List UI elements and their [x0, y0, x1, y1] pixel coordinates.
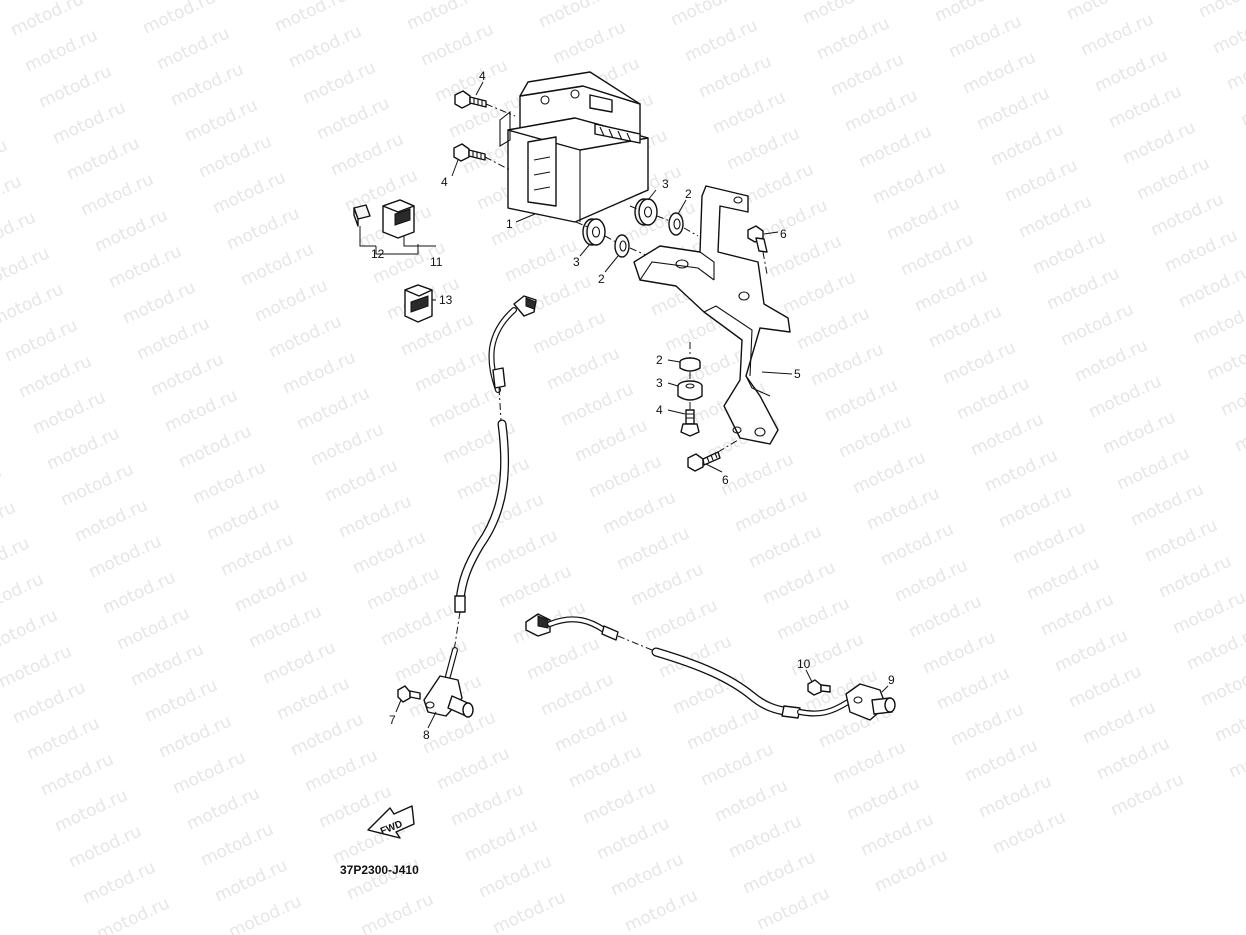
fuse — [353, 204, 371, 227]
callout-bolt-bracket-low: 6 — [722, 473, 729, 487]
callout-bracket: 5 — [794, 367, 801, 381]
fuse-box — [382, 199, 415, 239]
callout-screw-rear-sensor: 10 — [797, 657, 811, 671]
relay — [404, 284, 433, 323]
grommet-upper — [668, 212, 684, 236]
rear-sensor-lead — [525, 613, 851, 719]
callout-relay: 13 — [439, 293, 453, 307]
callout-front-sensor: 8 — [423, 728, 430, 742]
watermark-text: motod.ru — [1170, 587, 1246, 638]
grommet-lower — [614, 234, 630, 258]
bolt-bracket-upper — [747, 225, 768, 253]
bolt-mid — [453, 143, 486, 162]
watermark-text: motod.ru — [872, 845, 951, 896]
callout-screw-front-sensor: 7 — [389, 713, 396, 727]
callout-grommet-b: 2 — [598, 272, 605, 286]
callout-bolt-lower: 4 — [656, 403, 663, 417]
callout-damper-a: 3 — [662, 177, 669, 191]
damper-upper — [634, 198, 658, 226]
watermark-text: motod.ru — [754, 883, 833, 934]
watermark-text: motod.ru — [1196, 0, 1246, 23]
front-wheel-sensor — [423, 675, 474, 718]
watermark-text: motod.ru — [1108, 769, 1187, 820]
hydraulic-unit — [499, 71, 649, 223]
damper-lower — [582, 218, 606, 246]
callout-numbers: 4 4 1 3 2 3 2 6 2 3 4 5 6 12 11 13 7 8 1… — [371, 69, 895, 742]
callout-bolt-bracket-top: 6 — [780, 227, 787, 241]
grommet-stack — [679, 357, 701, 372]
bolt-top — [454, 90, 487, 109]
callout-fuse: 12 — [371, 247, 385, 261]
callout-grommet-c: 2 — [656, 353, 663, 367]
watermark-text: motod.ru — [1176, 261, 1246, 312]
callout-damper-b: 3 — [573, 255, 580, 269]
screw-front-sensor — [397, 685, 421, 703]
diagram-code: 37P2300-J410 — [340, 863, 419, 877]
watermark-text: motod.ru — [622, 885, 701, 935]
watermark-text: motod.ru — [990, 807, 1069, 858]
callout-grommet-a: 2 — [685, 187, 692, 201]
watermark-text: motod.ru — [490, 887, 569, 935]
callout-bolt-top: 4 — [479, 69, 486, 83]
bolt-stack — [680, 409, 700, 437]
screw-rear-sensor — [807, 679, 831, 696]
bolt-bracket-lower — [687, 451, 721, 472]
bracket — [633, 185, 791, 445]
callout-damper-c: 3 — [656, 376, 663, 390]
callout-hydraulic-unit: 1 — [506, 217, 513, 231]
callout-rear-sensor: 9 — [888, 673, 895, 687]
leader-lines — [359, 81, 889, 729]
callout-fuse-box: 11 — [430, 255, 443, 269]
damper-stack — [677, 380, 703, 401]
callout-bolt-mid: 4 — [441, 175, 448, 189]
front-sensor-lead — [445, 295, 537, 679]
rear-wheel-sensor — [845, 683, 896, 721]
